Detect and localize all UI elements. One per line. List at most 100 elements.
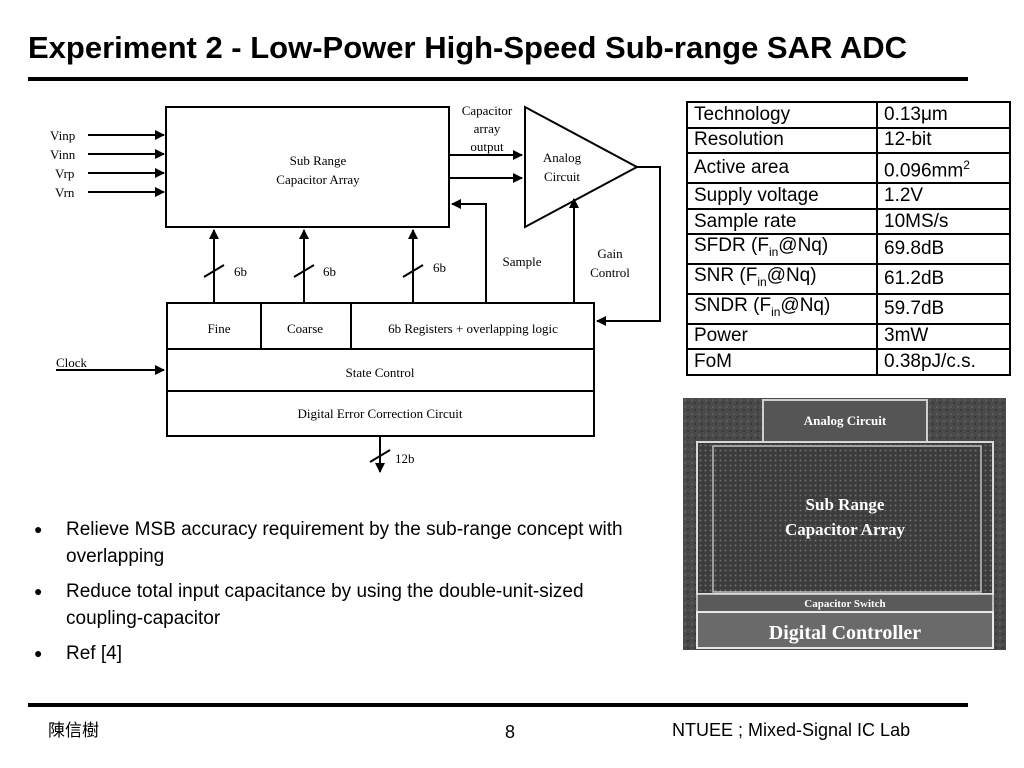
footer-lab: NTUEE ; Mixed-Signal IC Lab xyxy=(672,720,911,740)
arrow-sample xyxy=(451,199,487,302)
die-digital-controller-region xyxy=(696,611,994,649)
table-row: Active area 0.096mm2 xyxy=(686,151,1011,185)
die-analog-region xyxy=(762,399,928,443)
spec-key: Supply voltage xyxy=(686,182,878,210)
spec-key-subscript: in xyxy=(771,304,781,319)
spec-key: Power xyxy=(686,322,878,351)
spec-value: 12-bit xyxy=(876,126,1011,154)
bus-slash-coarse xyxy=(293,264,315,278)
input-label-vinp: Vinp xyxy=(50,128,75,143)
spec-key-tail: @Nq) xyxy=(766,265,817,287)
bullet-text: Relieve MSB accuracy requirement by the … xyxy=(66,519,623,567)
bullet-text: Reduce total input capacitance by using … xyxy=(66,581,584,629)
input-label-vrn: Vrn xyxy=(55,185,75,200)
sub-range-block-label-2: Capacitor Array xyxy=(276,172,360,187)
table-row: Technology 0.13μm xyxy=(686,101,1011,129)
die-controller-label: Digital Controller xyxy=(769,622,922,644)
spec-key-subscript: in xyxy=(757,274,767,289)
digital-blocks-outline xyxy=(166,302,595,437)
spec-value: 0.096mm xyxy=(884,160,964,182)
spec-value: 1.2V xyxy=(876,182,1011,210)
die-photo: Analog Circuit Sub Range Capacitor Array… xyxy=(683,398,1006,650)
table-row: SNDR (Fin@Nq) 59.7dB xyxy=(686,292,1011,325)
footer-author: 陳信樹 xyxy=(48,721,99,741)
spec-key-tail: @Nq) xyxy=(780,294,831,316)
list-item: ● Ref [4] xyxy=(34,640,654,667)
spec-value: 0.13μm xyxy=(876,101,1011,129)
table-row: Resolution 12-bit xyxy=(686,126,1011,154)
spec-key: Resolution xyxy=(686,126,878,154)
bus-label-fine: 6b xyxy=(234,264,247,279)
bullet-icon: ● xyxy=(34,645,43,661)
spec-key: Sample rate xyxy=(686,207,878,236)
gain-control-label-1: Gain xyxy=(597,246,623,261)
die-analog-label: Analog Circuit xyxy=(804,413,887,428)
die-capacitor-array-region xyxy=(696,441,994,595)
analog-circuit-amplifier xyxy=(524,105,640,229)
spec-value-cell: 0.096mm2 xyxy=(876,151,1011,185)
list-item: ● Reduce total input capacitance by using… xyxy=(34,578,654,632)
die-array-label-1: Sub Range xyxy=(806,495,885,514)
table-row: SFDR (Fin@Nq) 69.8dB xyxy=(686,233,1011,266)
title-underline xyxy=(28,77,968,81)
spec-key: Technology xyxy=(686,101,878,129)
gain-control-label-2: Control xyxy=(590,265,630,280)
state-control-block-label: State Control xyxy=(346,365,415,380)
spec-value: 0.38pJ/c.s. xyxy=(876,348,1011,376)
spec-key: Active area xyxy=(686,151,878,185)
table-row: Power 3mW xyxy=(686,322,1011,351)
spec-value: 59.7dB xyxy=(876,292,1011,325)
bullet-list: ● Relieve MSB accuracy requirement by the… xyxy=(34,516,654,675)
bullet-icon: ● xyxy=(34,583,43,599)
spec-value: 10MS/s xyxy=(876,207,1011,236)
bus-slash-registers xyxy=(402,264,424,278)
spec-key-cell: SFDR (Fin@Nq) xyxy=(686,233,878,266)
spec-key-cell: SNR (Fin@Nq) xyxy=(686,263,878,295)
page-title: Experiment 2 - Low-Power High-Speed Sub-… xyxy=(28,30,908,65)
spec-value-superscript: 2 xyxy=(963,158,970,172)
output-label: 12b xyxy=(395,451,415,466)
sub-range-block-label-1: Sub Range xyxy=(290,153,347,168)
spec-key-cell: SNDR (Fin@Nq) xyxy=(686,292,878,325)
sub-range-capacitor-array-block xyxy=(165,106,450,228)
spec-key: SFDR (F xyxy=(694,235,769,257)
spec-value: 61.2dB xyxy=(876,263,1011,295)
table-row: FoM 0.38pJ/c.s. xyxy=(686,348,1011,376)
die-switch-label: Capacitor Switch xyxy=(804,598,885,610)
capacitor-output-label-2: array xyxy=(474,121,501,136)
bullet-icon: ● xyxy=(34,521,43,537)
bus-slash-output xyxy=(369,449,391,463)
bus-slash-fine xyxy=(203,264,225,278)
spec-key-subscript: in xyxy=(768,245,779,260)
spec-key-tail: @Nq) xyxy=(778,235,829,257)
input-label-vinn: Vinn xyxy=(50,147,76,162)
footer-rule xyxy=(28,703,968,707)
registers-block-label: 6b Registers + overlapping logic xyxy=(388,321,558,336)
coarse-block-label: Coarse xyxy=(287,321,323,336)
sample-label: Sample xyxy=(503,254,542,269)
list-item: ● Relieve MSB accuracy requirement by the… xyxy=(34,516,654,570)
capacitor-output-label-1: Capacitor xyxy=(462,103,513,118)
analog-block-label-2: Circuit xyxy=(544,169,580,184)
capacitor-output-label-3: output xyxy=(470,139,504,154)
spec-key: FoM xyxy=(686,348,878,376)
fine-block-label: Fine xyxy=(207,321,230,336)
arrow-analog-to-registers xyxy=(596,166,661,326)
bullet-text: Ref [4] xyxy=(66,643,122,664)
spec-value: 69.8dB xyxy=(876,233,1011,266)
table-row: SNR (Fin@Nq) 61.2dB xyxy=(686,263,1011,295)
clock-label: Clock xyxy=(56,355,88,370)
bus-label-coarse: 6b xyxy=(323,264,336,279)
page-number: 8 xyxy=(505,722,516,742)
input-arrows xyxy=(88,130,165,197)
table-row: Sample rate 10MS/s xyxy=(686,207,1011,236)
spec-value: 3mW xyxy=(876,322,1011,351)
die-array-label-2: Capacitor Array xyxy=(785,520,906,539)
spec-key: SNR (F xyxy=(694,265,758,287)
spec-key: SNDR (F xyxy=(694,294,772,316)
bus-label-registers: 6b xyxy=(433,260,446,275)
die-array-inner-border xyxy=(712,445,982,593)
input-label-vrp: Vrp xyxy=(55,166,74,181)
error-correction-block-label: Digital Error Correction Circuit xyxy=(298,406,463,421)
adc-block-diagram: Vinp Vinn Vrp Vrn Sub Range Capacitor Ar… xyxy=(50,103,661,473)
